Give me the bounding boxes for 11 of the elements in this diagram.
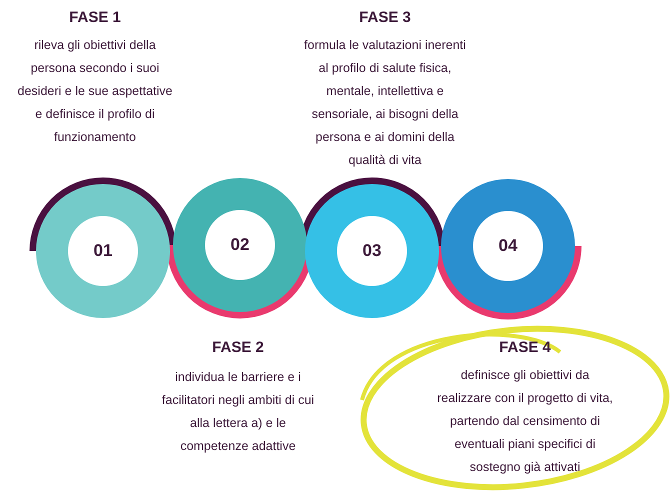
step-number: 01 xyxy=(94,240,112,262)
phase-description: definisce gli obiettivi da realizzare con il progetto di vita, partendo dal censimento di eventuali piani specifici di sostegno già attivati xyxy=(436,367,614,476)
phase-description: individua le barriere e i facilitatori negli ambiti di cui alla lettera a) e le competenze adattive xyxy=(160,369,316,455)
step-number: 04 xyxy=(498,235,518,258)
phase-heading: FASE 2 xyxy=(211,338,265,358)
phase-description: rileva gli obiettivi della persona secondo i suoi desideri e le sue aspettative e definisce il profilo di funzionamento xyxy=(16,37,174,146)
step-number: 03 xyxy=(362,240,382,262)
phase-heading: FASE 3 xyxy=(358,8,412,28)
phase-description: formula le valutazioni inerenti al profilo di salute fisica, mentale, intellettiva e sensoriale, ai bisogni della persona e ai domini della qualità di vita xyxy=(303,37,467,169)
step-number: 02 xyxy=(230,234,250,256)
phase-heading: FASE 1 xyxy=(68,8,122,28)
